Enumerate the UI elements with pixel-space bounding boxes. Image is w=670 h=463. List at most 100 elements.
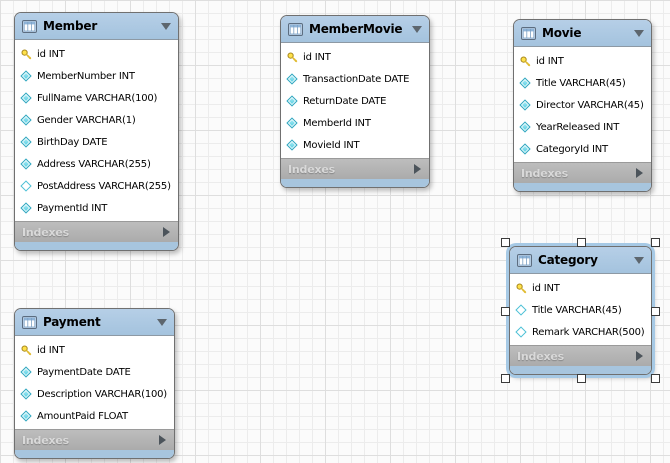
indexes-footer[interactable]: Indexes xyxy=(510,345,652,366)
primary-key-icon xyxy=(515,283,527,294)
selection-handle-bc[interactable] xyxy=(576,374,586,383)
collapse-arrow-icon[interactable] xyxy=(633,29,644,37)
table-icon xyxy=(22,19,37,33)
table-header[interactable]: Payment xyxy=(15,309,175,336)
expand-arrow-icon[interactable] xyxy=(635,168,643,178)
column-label: MemberNumber INT xyxy=(37,70,135,82)
column-row[interactable]: PaymentDate DATE xyxy=(15,361,174,383)
collapse-arrow-icon[interactable] xyxy=(160,22,171,30)
selection-handle-ml[interactable] xyxy=(501,306,510,316)
column-notnull-icon xyxy=(20,114,32,126)
column-row[interactable]: PaymentId INT xyxy=(15,197,178,219)
column-notnull-icon xyxy=(20,366,32,378)
column-label: MemberId INT xyxy=(303,117,371,129)
column-label: PostAddress VARCHAR(255) xyxy=(37,180,171,192)
expand-arrow-icon[interactable] xyxy=(636,351,644,361)
column-notnull-icon xyxy=(519,121,531,133)
table-bottom-bar xyxy=(15,242,178,250)
column-label: Director VARCHAR(45) xyxy=(536,99,644,111)
column-label: Address VARCHAR(255) xyxy=(37,158,151,170)
column-nullable-icon xyxy=(515,326,527,338)
column-label: PaymentId INT xyxy=(37,202,108,214)
collapse-arrow-icon[interactable] xyxy=(157,318,168,326)
expand-arrow-icon[interactable] xyxy=(414,164,422,174)
indexes-footer[interactable]: Indexes xyxy=(281,158,430,179)
collapse-arrow-icon[interactable] xyxy=(412,25,423,33)
indexes-label: Indexes xyxy=(22,225,69,239)
column-row[interactable]: id INT xyxy=(281,46,429,68)
indexes-label: Indexes xyxy=(22,433,69,447)
table-bottom-bar xyxy=(281,179,430,187)
column-row[interactable]: Gender VARCHAR(1) xyxy=(15,109,178,131)
column-row[interactable]: Director VARCHAR(45) xyxy=(514,94,651,116)
selection-handle-br[interactable] xyxy=(651,374,661,383)
table-columns: id INT Title VARCHAR(45) Remark VARCHAR(50… xyxy=(510,274,652,345)
indexes-footer[interactable]: Indexes xyxy=(15,221,178,242)
table-card-payment[interactable]: Payment id INT PaymentDate DATE Descriptio… xyxy=(14,308,176,459)
column-label: CategoryId INT xyxy=(536,143,608,155)
column-notnull-icon xyxy=(20,388,32,400)
indexes-label: Indexes xyxy=(521,166,568,180)
column-row[interactable]: ReturnDate DATE xyxy=(281,90,429,112)
column-row[interactable]: MemberNumber INT xyxy=(15,65,178,87)
column-row[interactable]: Address VARCHAR(255) xyxy=(15,153,178,175)
column-row[interactable]: MemberId INT xyxy=(281,112,429,134)
table-header[interactable]: Movie xyxy=(514,20,651,47)
column-row[interactable]: CategoryId INT xyxy=(514,138,651,160)
column-notnull-icon xyxy=(20,136,32,148)
column-label: ReturnDate DATE xyxy=(303,95,387,107)
primary-key-icon xyxy=(20,345,32,356)
column-row[interactable]: id INT xyxy=(15,43,178,65)
column-row[interactable]: BirthDay DATE xyxy=(15,131,178,153)
column-row[interactable]: TransactionDate DATE xyxy=(281,68,429,90)
selection-handle-mr[interactable] xyxy=(651,306,661,316)
column-label: id INT xyxy=(37,48,65,60)
column-row[interactable]: id INT xyxy=(514,50,651,72)
column-row[interactable]: MovieId INT xyxy=(281,134,429,156)
selection-handle-tl[interactable] xyxy=(501,238,510,247)
selection-handle-tr[interactable] xyxy=(651,238,661,247)
table-card-member[interactable]: Member id INT MemberNumber INT FullName VA… xyxy=(14,12,179,251)
primary-key-icon xyxy=(20,49,32,60)
table-header[interactable]: Member xyxy=(15,13,178,40)
column-label: id INT xyxy=(532,282,560,294)
table-bottom-bar xyxy=(514,183,651,191)
table-card-membermovie[interactable]: MemberMovie id INT TransactionDate DATE Re… xyxy=(280,15,431,188)
column-label: Remark VARCHAR(500) xyxy=(532,326,645,338)
indexes-footer[interactable]: Indexes xyxy=(15,429,175,450)
column-label: TransactionDate DATE xyxy=(303,73,410,85)
column-row[interactable]: id INT xyxy=(15,339,174,361)
collapse-arrow-icon[interactable] xyxy=(634,256,645,264)
indexes-footer[interactable]: Indexes xyxy=(514,162,651,183)
table-header[interactable]: MemberMovie xyxy=(281,16,430,43)
column-label: Description VARCHAR(100) xyxy=(37,388,168,400)
column-row[interactable]: PostAddress VARCHAR(255) xyxy=(15,175,178,197)
column-row[interactable]: FullName VARCHAR(100) xyxy=(15,87,178,109)
selection-handle-tc[interactable] xyxy=(576,238,586,247)
column-row[interactable]: AmountPaid FLOAT xyxy=(15,405,174,427)
column-label: id INT xyxy=(303,51,331,63)
expand-arrow-icon[interactable] xyxy=(159,435,167,445)
table-title: Payment xyxy=(43,315,101,329)
column-row[interactable]: Remark VARCHAR(500) xyxy=(510,321,651,343)
column-row[interactable]: Title VARCHAR(45) xyxy=(510,299,651,321)
column-notnull-icon xyxy=(519,77,531,89)
table-icon xyxy=(521,26,536,40)
table-header[interactable]: Category xyxy=(510,247,652,274)
column-notnull-icon xyxy=(20,70,32,82)
column-nullable-icon xyxy=(20,180,32,192)
table-columns: id INT PaymentDate DATE Description VARCHA… xyxy=(15,336,175,429)
table-card-category[interactable]: Category id INT Title VARCHAR(45) Remark V… xyxy=(501,238,661,383)
column-row[interactable]: id INT xyxy=(510,277,651,299)
column-notnull-icon xyxy=(519,99,531,111)
column-row[interactable]: YearReleased INT xyxy=(514,116,651,138)
column-nullable-icon xyxy=(515,304,527,316)
primary-key-icon xyxy=(519,56,531,67)
column-label: id INT xyxy=(37,344,65,356)
column-row[interactable]: Title VARCHAR(45) xyxy=(514,72,651,94)
selection-handle-bl[interactable] xyxy=(501,374,510,383)
expand-arrow-icon[interactable] xyxy=(162,227,170,237)
column-row[interactable]: Description VARCHAR(100) xyxy=(15,383,174,405)
